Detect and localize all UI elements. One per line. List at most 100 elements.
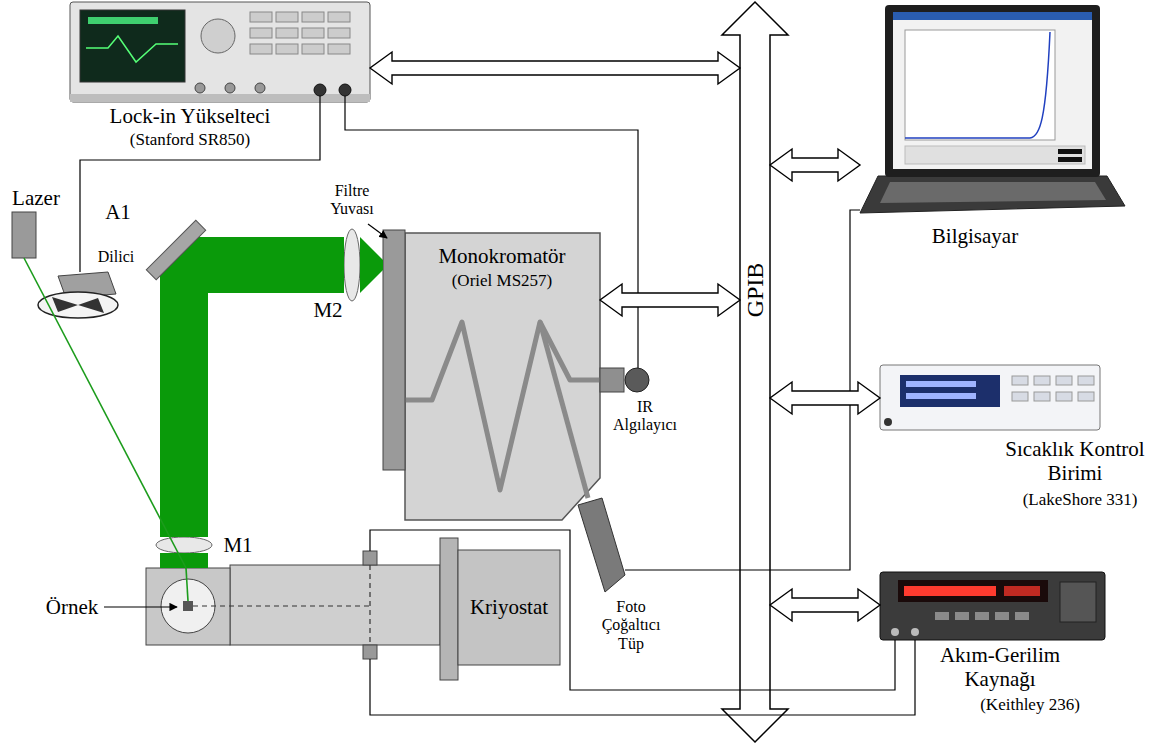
- device-label: Bilgisayar: [932, 224, 1018, 248]
- gpib-bus-arrow: [770, 149, 860, 181]
- gpib-bus: [722, 2, 788, 742]
- filter-slot: [383, 230, 405, 470]
- key: [250, 28, 272, 38]
- lockin-base: [70, 94, 370, 102]
- readout-box: [1058, 157, 1082, 162]
- key: [1012, 392, 1028, 401]
- lens: [344, 229, 360, 301]
- lens: M1: [156, 537, 212, 553]
- part-label: Dilici: [98, 248, 134, 266]
- leader-line: [368, 224, 387, 238]
- lens: M2: [344, 229, 360, 301]
- lcd-line: [906, 393, 976, 399]
- controller-lcd: [900, 375, 1000, 407]
- device-label: Monokromatör: [438, 244, 565, 268]
- leader-line: [104, 606, 177, 607]
- bnc-port: [255, 83, 265, 93]
- sample-holder: Örnek: [146, 568, 230, 645]
- device-label: Sıcaklık Kontrol Birimi: [1000, 437, 1150, 485]
- keypad: [1060, 582, 1096, 622]
- model-label: (LakeShore 331): [1023, 490, 1138, 510]
- signal-wire: [625, 210, 860, 570]
- monochromator: Monokromatör(Oriel MS257): [405, 233, 600, 520]
- chopper-blade: [52, 297, 104, 313]
- internal-wire: [193, 605, 370, 606]
- light-beam: [160, 280, 208, 537]
- part-label: A1: [105, 200, 131, 224]
- model-label: (Stanford SR850): [130, 130, 250, 150]
- filter-slot: Filtre Yuvası: [383, 230, 405, 470]
- part-label: Foto Çoğaltıcı Tüp: [592, 598, 670, 653]
- part-label: M2: [313, 298, 342, 322]
- grating-path: [540, 322, 588, 498]
- sample: [183, 601, 193, 611]
- key: [1034, 376, 1050, 385]
- bnc-port: [314, 84, 326, 96]
- focused-beam: [360, 237, 383, 293]
- feedthrough: [363, 551, 377, 565]
- signal-wire: [345, 102, 638, 368]
- part-label: M1: [223, 533, 252, 557]
- mirror: [146, 220, 205, 279]
- temperature-controller: Sıcaklık Kontrol Birimi(LakeShore 331): [880, 365, 1100, 430]
- gpib-bus-arrow: [770, 589, 880, 621]
- light-beam: [206, 237, 344, 293]
- device-label: Akım-Gerilim Kaynağı: [935, 643, 1065, 691]
- key: [328, 44, 350, 54]
- key: [276, 44, 298, 54]
- plot-curve: [905, 32, 1050, 138]
- internal-wire: [369, 565, 370, 645]
- ir-detector: [625, 368, 649, 392]
- cryostat-neck: [230, 565, 440, 645]
- photomultiplier-tube: Foto Çoğaltıcı Tüp: [578, 498, 625, 592]
- pmt-tube: [578, 498, 625, 592]
- grating-path: [405, 322, 600, 490]
- terminal: [911, 628, 919, 636]
- key: [955, 612, 969, 620]
- laser-beam: [186, 568, 188, 601]
- model-label: (Keithley 236): [980, 695, 1080, 715]
- key: [302, 44, 324, 54]
- controller-body: [880, 365, 1100, 430]
- laptop-keyboard: [880, 182, 1106, 203]
- ir-detector: IR Algılayıcı: [600, 368, 650, 392]
- sourcemeter-body: [880, 572, 1105, 640]
- key: [250, 12, 272, 22]
- part-label: Örnek: [46, 595, 98, 619]
- laser-source: Lazer: [12, 212, 36, 258]
- device-label: Lock-in Yükselteci: [110, 104, 271, 128]
- gpib-bus-arrow: [370, 52, 740, 84]
- gpib-bus-arrow: [600, 284, 740, 316]
- lockin-amplifier: Lock-in Yükselteci(Stanford SR850): [70, 2, 370, 102]
- lcd-line: [906, 381, 976, 387]
- key: [276, 28, 298, 38]
- laptop-base: [860, 176, 1125, 213]
- monochromator-housing: [405, 233, 600, 520]
- laser-beam: [24, 258, 186, 568]
- signal-wire: [80, 102, 320, 272]
- key: [1078, 376, 1094, 385]
- key: [1015, 612, 1029, 620]
- screen-trace: [86, 36, 178, 62]
- control-panel: [905, 146, 1085, 164]
- screen-readout: [88, 17, 158, 24]
- cable-stub: [344, 96, 345, 102]
- laptop-screen: [893, 12, 1092, 169]
- display-digits: [1004, 586, 1040, 596]
- key: [1012, 376, 1028, 385]
- bnc-port: [339, 84, 351, 96]
- power-button: [884, 418, 892, 426]
- lockin-body: [70, 2, 370, 102]
- laptop-bezel: [885, 5, 1100, 177]
- computer: Bilgisayar: [860, 5, 1125, 215]
- cryostat: Kriyostat: [230, 551, 560, 659]
- cryostat-body: [458, 550, 560, 665]
- cable-stub: [319, 96, 320, 102]
- readout-box: [1058, 149, 1082, 154]
- key: [975, 612, 989, 620]
- mirror: A1: [146, 220, 206, 280]
- connector-group: [24, 52, 915, 715]
- part-label: IR Algılayıcı: [606, 398, 684, 435]
- key: [328, 12, 350, 22]
